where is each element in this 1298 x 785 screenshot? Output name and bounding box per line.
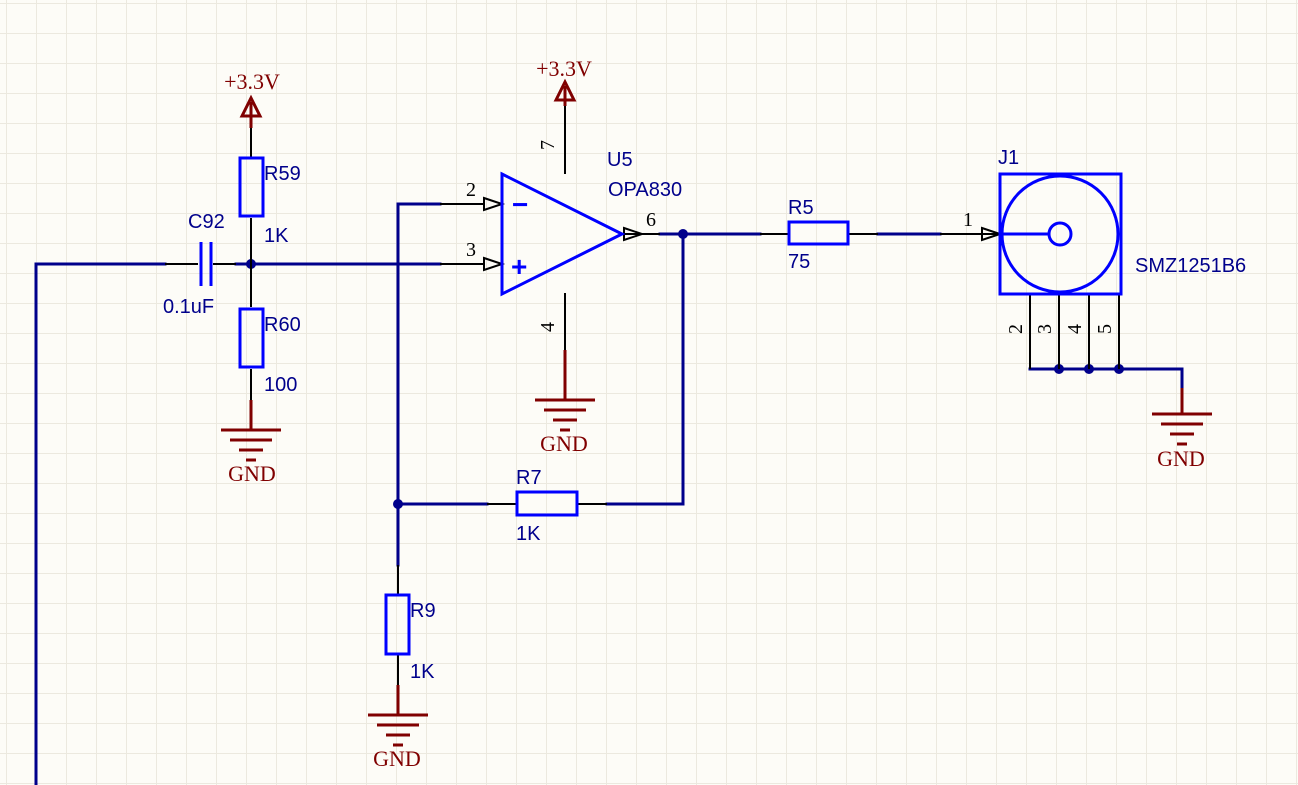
u5-pin-6: 6 bbox=[646, 209, 656, 231]
r60-value: 100 bbox=[264, 374, 297, 396]
u5-pin-4: 4 bbox=[537, 322, 559, 332]
power-label-gnd: GND bbox=[373, 746, 421, 771]
wire-r7-right-feedback bbox=[605, 232, 685, 506]
resistor-r5[interactable]: R5 75 bbox=[760, 197, 878, 273]
vcc-power-port-r59[interactable]: +3.3V bbox=[224, 69, 280, 128]
wires bbox=[34, 202, 1184, 785]
u5-value: OPA830 bbox=[608, 179, 682, 201]
opamp-minus-sign: − bbox=[512, 189, 528, 220]
j1-value: SMZ1251B6 bbox=[1135, 255, 1246, 277]
j1-pin-1: 1 bbox=[963, 209, 973, 231]
power-label-gnd: GND bbox=[228, 461, 276, 486]
capacitor-c92[interactable]: C92 0.1uF bbox=[163, 211, 236, 318]
vcc-power-port-u5[interactable]: +3.3V bbox=[536, 56, 592, 106]
u5-pin-7: 7 bbox=[537, 140, 559, 150]
wire-feedback-vertical bbox=[396, 202, 442, 567]
j1-pin-5: 5 bbox=[1094, 324, 1116, 334]
r5-value: 75 bbox=[788, 251, 810, 273]
u5-pin-2: 2 bbox=[466, 179, 476, 201]
connector-j1[interactable]: 1 2 3 4 5 J1 SMZ1251B6 bbox=[940, 147, 1246, 369]
opamp-u5[interactable]: − + 2 3 6 7 4 U5 OPA830 bbox=[440, 106, 682, 350]
gnd-power-port-r9[interactable]: GND bbox=[368, 685, 428, 771]
wire-j1-gnd-bus bbox=[1028, 367, 1184, 390]
r9-value: 1K bbox=[410, 661, 435, 683]
wire-input-left bbox=[34, 262, 167, 785]
junction-dot bbox=[678, 229, 688, 239]
gnd-power-port-r60[interactable]: GND bbox=[221, 400, 281, 486]
r60-ref: R60 bbox=[264, 314, 301, 336]
u5-ref: U5 bbox=[607, 149, 633, 171]
power-label-gnd: GND bbox=[540, 431, 588, 456]
r7-ref: R7 bbox=[516, 467, 542, 489]
c92-ref: C92 bbox=[188, 211, 225, 233]
r7-value: 1K bbox=[516, 523, 541, 545]
u5-pin-3: 3 bbox=[466, 239, 476, 261]
r59-ref: R59 bbox=[264, 163, 301, 185]
j1-pin-2: 2 bbox=[1005, 324, 1027, 334]
resistor-r59[interactable]: R59 1K bbox=[238, 128, 301, 264]
resistor-r7[interactable]: R7 1K bbox=[487, 467, 607, 545]
r59-value: 1K bbox=[264, 225, 289, 247]
gnd-power-port-j1[interactable]: GND bbox=[1152, 388, 1212, 471]
power-label-vcc: +3.3V bbox=[224, 69, 280, 94]
opamp-plus-sign: + bbox=[511, 251, 527, 282]
c92-value: 0.1uF bbox=[163, 296, 214, 318]
junction-dot bbox=[393, 499, 403, 509]
j1-pin-3: 3 bbox=[1034, 324, 1056, 334]
junctions bbox=[246, 229, 1124, 509]
r9-ref: R9 bbox=[410, 600, 436, 622]
gnd-power-port-u5[interactable]: GND bbox=[535, 350, 595, 456]
r5-ref: R5 bbox=[788, 197, 814, 219]
power-label-gnd: GND bbox=[1157, 446, 1205, 471]
j1-pin-4: 4 bbox=[1064, 324, 1086, 334]
power-label-vcc: +3.3V bbox=[536, 56, 592, 81]
resistor-r60[interactable]: R60 100 bbox=[238, 264, 301, 400]
j1-ref: J1 bbox=[998, 147, 1019, 169]
resistor-r9[interactable]: R9 1K bbox=[384, 565, 436, 685]
